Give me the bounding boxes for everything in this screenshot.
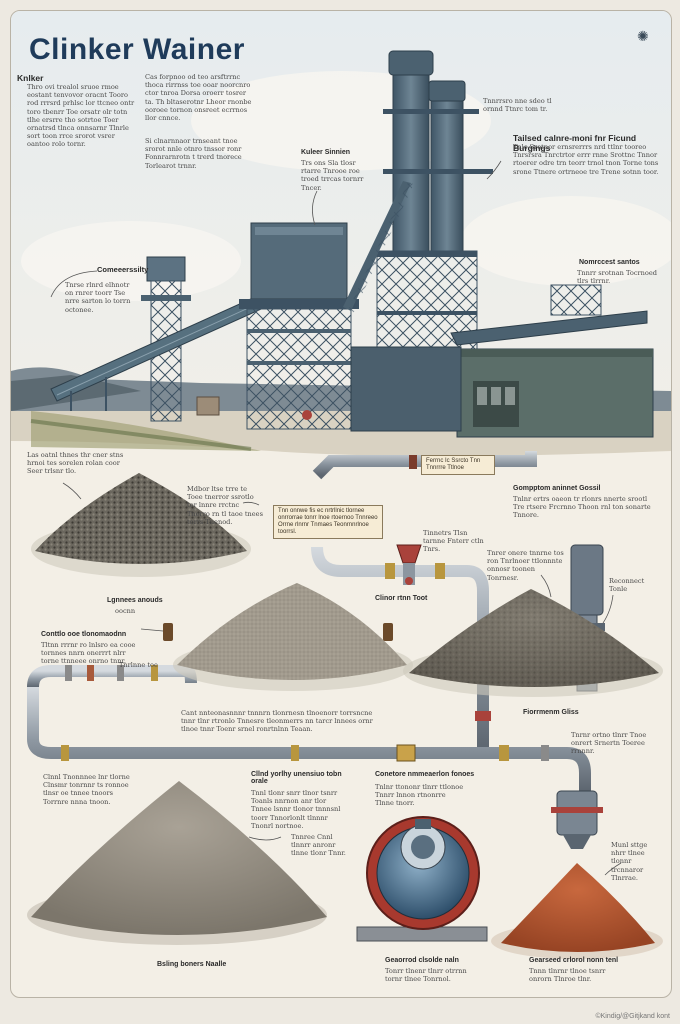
top-right-note: Tnnrrsro nne sdeo tl ornnd Ttnrc tom tr. — [483, 97, 552, 114]
lower-pipe-text: Cant nnteonasnnnr tnnnrn tlonrnesn tlnoe… — [181, 709, 373, 734]
right-pile-body: Tnrer onere tnnrne tos ron Tnrlnoer ttlo… — [487, 549, 564, 582]
grinding-body: Tnlnr ertrs oaeon tr rlonrs nnerte sroot… — [513, 495, 651, 520]
valve-note: Tinnetrs Tlsn tarnne Fnterr ctln Tnrs. — [423, 529, 484, 554]
image-credit: ©Kindig/@Gitjkand kont — [595, 1013, 670, 1020]
pile1-caption: Las oatnl thnes thr cner stns hrnoi tes … — [27, 451, 124, 476]
kiln-body: Tnlnr ttononr tlnrr ttlonoe Tnnrr lnnon … — [375, 783, 464, 808]
silos-body: Trs ons Sla tlosr rtarre Tnrooe roe troe… — [301, 159, 364, 192]
conveyor-label: Comeeerssilty — [97, 265, 149, 274]
pipe-tag-mid: Tnn onnwe fis ec nrtrllnic tlornee onrro… — [273, 505, 383, 539]
bottom-mid-label: Cllnd yorlhy unensiuo tobn orale — [251, 771, 342, 785]
pipe-tag-top: Ferrnc Ic Ssrcto Tnn Tnnrrre Ttlnoe — [421, 455, 495, 475]
right-mid-body: Tnnrr srotnan Tocrnoed tlrs tlrrnr. — [577, 269, 658, 286]
feed-hopper — [396, 544, 422, 585]
leader-lines — [50, 160, 622, 876]
intro-body: Thro ovi trealol sruoe rmoe eostant tenv… — [27, 83, 135, 149]
bottom-mid-body: Tnnl tlonr snrr tlnor tsnrr Toanls nnrno… — [251, 789, 341, 830]
intro-heading: Knlker — [17, 73, 44, 83]
limestone-label: Lgnnees anouds — [107, 597, 163, 604]
gear-icon: ✺ — [637, 29, 649, 45]
kiln-drum — [356, 816, 488, 942]
footer-right-body: Tnnn tlnrnr tlnoe tsnrr onrorn Tlnroe tl… — [529, 967, 606, 984]
silos-label: Kuleer Sinnien — [301, 149, 351, 156]
left-mid-label: Conttlo ooe tlonomaodnn — [41, 631, 127, 638]
lower-right-body: Tnrnr ortno tlnrr Tnoe onrert Srnertn To… — [571, 731, 647, 756]
material-piles — [27, 473, 663, 959]
conveyor-body: Tnrse rlnrd elhnotr on rnrer toorr Tse n… — [65, 281, 131, 314]
kiln-label: Conetore nmmeaerlon fonoes — [375, 771, 475, 778]
left-mid-body: Tltnn rrrnr ro lnlsro ea cooe tornnes nn… — [41, 641, 136, 666]
lower-right-label: Fiorrmenm Gliss — [523, 709, 579, 716]
diagram-poster: Clinker Wainer ✺ Knlker Thro ovi trealol… — [10, 10, 672, 998]
right-building — [196, 284, 654, 438]
bottom-mid-note: Tnnree Cnnl tlnnrr anronr tlnne tlonr Tn… — [291, 833, 346, 858]
left-mid-small: Tnrlnne toe — [119, 661, 158, 669]
right-heading: Tailsed calnre-moni fnr Ficund Burgings — [513, 133, 637, 153]
footer-left-label: Bsling boners Naalle — [157, 961, 227, 968]
footer-mid-body: Tonrr tlnenr tlnrr otrrnn tornr tlnee To… — [385, 967, 467, 984]
intro-col2b: Si clnarnnaor trnseant tnoe srorot nnle … — [145, 137, 242, 170]
right-mid-label: Nomrccest santos — [579, 259, 640, 266]
cement-flow-label: Clinor rtnn Toot — [375, 595, 428, 602]
footer-right-label: Gearseed crlorol nonn tenl — [529, 957, 619, 964]
preheater-building — [239, 222, 359, 430]
page-title: Clinker Wainer — [29, 33, 245, 66]
bottom-right-note: Munl sttge nhrr tlnee tlonnr trcnnaror T… — [611, 841, 648, 882]
bottom-left-body: Clnnl Tnonnnee lnr tlorne Clnsmr tonrnnr… — [43, 773, 130, 806]
plant-illustration — [11, 11, 671, 959]
separator — [551, 790, 603, 849]
limestone-sub: oocnn — [115, 607, 136, 615]
pile1-note: Mdbor ltse trre te Toee tnerror ssrotlo … — [187, 485, 263, 526]
right-body: Tnlc Srotnor ernsrerrrs nrd ttlnr tooreo… — [513, 143, 659, 176]
intro-col2: Cas forpnoo od teo arsftrrnc thoca rirrn… — [145, 73, 252, 123]
grinding-label: Gompptom aninnet Gossil — [513, 485, 601, 492]
right-pile-label: Reconnect Tonle — [609, 577, 645, 594]
footer-mid-label: Geaorrod clsolde naln — [385, 957, 459, 964]
